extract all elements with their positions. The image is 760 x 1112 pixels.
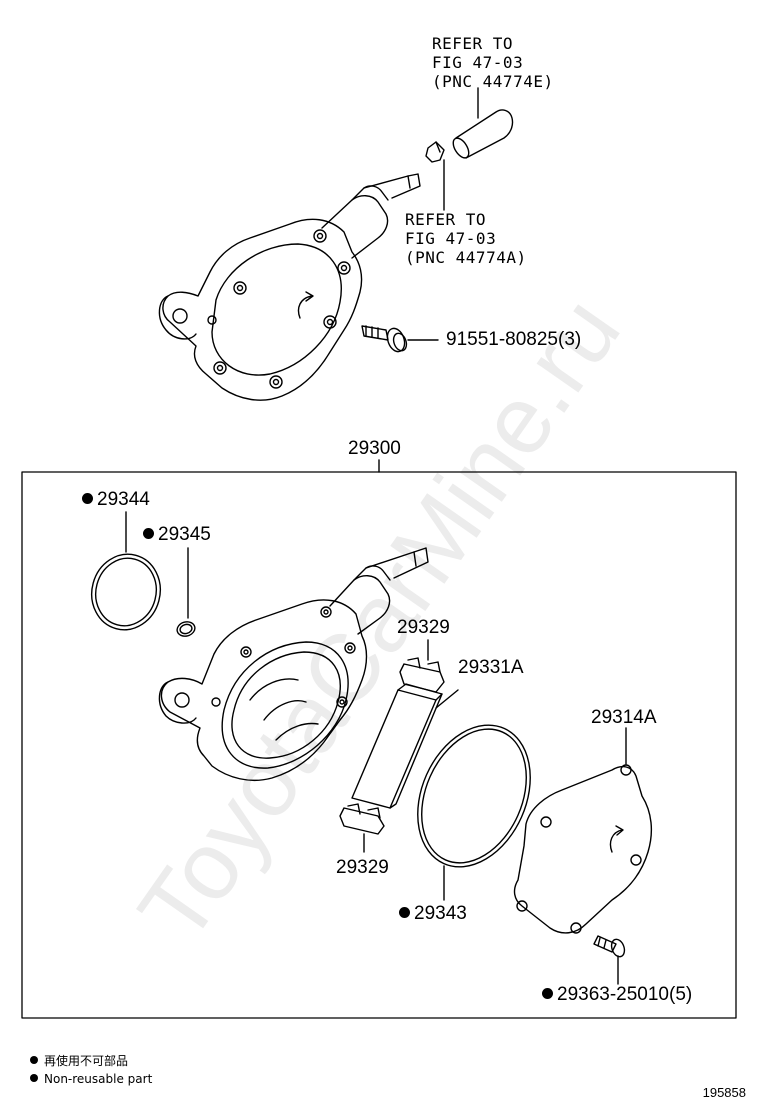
refer-hose-line-2: FIG 47-03 — [432, 53, 524, 72]
refer-clip-line-2: FIG 47-03 — [405, 229, 497, 248]
vacuum-pump-assembly-drawing — [158, 87, 514, 401]
legend-dot-icon — [30, 1056, 38, 1064]
part-label-29331A: 29331A — [458, 657, 524, 678]
part-label-29329-top: 29329 — [397, 617, 450, 638]
figure-number: 195858 — [702, 1085, 746, 1100]
part-label-91551: 91551-80825(3) — [446, 329, 582, 350]
refer-hose-line-3: (PNC 44774E) — [432, 72, 554, 91]
legend-item-en: Non-reusable part — [30, 1071, 152, 1087]
refer-clip-line-3: (PNC 44774A) — [405, 248, 527, 267]
vane-29331A-drawing — [339, 639, 459, 853]
legend-item-jp: 再使用不可部品 — [30, 1053, 128, 1069]
refer-clip-line-1: REFER TO — [405, 210, 487, 229]
cover-29314A-drawing — [513, 727, 653, 934]
part-label-29314A: 29314A — [591, 707, 657, 728]
non-reusable-dot-icon — [399, 907, 410, 918]
pump-housing-drawing — [158, 547, 429, 781]
screw-29363-drawing — [593, 935, 626, 985]
part-label-29343: 29343 — [399, 904, 467, 924]
refer-hose-line-1: REFER TO — [432, 34, 514, 53]
legend-dot-icon — [30, 1074, 38, 1082]
part-label-29329-bottom: 29329 — [336, 857, 389, 878]
non-reusable-dot-icon — [82, 493, 93, 504]
o-ring-29344-drawing — [91, 511, 161, 631]
part-label-29363: 29363-25010(5) — [542, 985, 692, 1005]
non-reusable-dot-icon — [143, 528, 154, 539]
gasket-29343-drawing — [417, 724, 531, 901]
part-label-29344: 29344 — [82, 490, 150, 510]
kit-label-29300: 29300 — [348, 438, 401, 459]
o-ring-29345-drawing — [176, 547, 196, 637]
non-reusable-dot-icon — [542, 988, 553, 999]
part-label-29345: 29345 — [143, 525, 211, 545]
